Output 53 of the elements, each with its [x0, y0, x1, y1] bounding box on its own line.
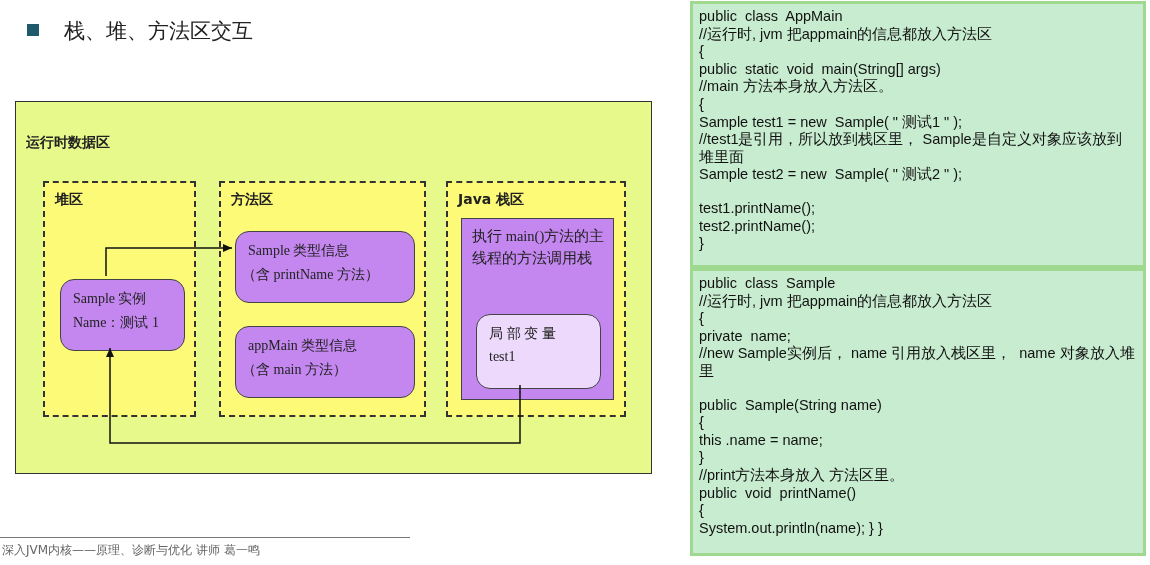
code-line: {	[699, 43, 704, 61]
area-box	[446, 181, 626, 417]
area-heading: 方法区	[231, 191, 273, 209]
code-line: public class Sample	[699, 275, 836, 293]
code-line: //main 方法本身放入方法区。	[699, 78, 893, 96]
code-panel	[690, 1, 1146, 268]
footer-text: 深入JVM内核——原理、诊断与优化 讲师 葛一鸣	[2, 542, 260, 559]
code-line: this .name = name;	[699, 431, 823, 450]
box-detail: Name：测试 1	[73, 314, 159, 332]
stack-description: 执行 main()方法的主线程的方法调用栈	[472, 227, 606, 268]
code-line: public void printName()	[699, 484, 857, 503]
code-line: public class AppMain	[699, 8, 843, 26]
code-line: System.out.println(name); } }	[699, 519, 883, 538]
code-line: Sample test1 = new Sample( " 测试1 " );	[699, 113, 963, 131]
box-title: Sample 实例	[73, 290, 147, 308]
code-line: //test1是引用，所以放到栈区里， Sample是自定义对象应该放到堆里面	[699, 131, 1123, 166]
box-detail: （含 main 方法）	[242, 361, 347, 379]
code-line: public Sample(String name)	[699, 396, 882, 415]
box-title: Sample 类型信息	[248, 242, 350, 260]
code-line: }	[699, 235, 704, 253]
code-line: Sample test2 = new Sample( " 测试2 " );	[699, 166, 963, 184]
area-box	[43, 181, 196, 417]
box-detail: （含 printName 方法）	[242, 266, 379, 284]
code-line: }	[699, 449, 704, 467]
region-box	[15, 101, 652, 474]
info-box	[235, 231, 415, 303]
code-line: {	[699, 414, 704, 432]
code-line: test2.printName();	[699, 217, 816, 236]
area-heading: Java 栈区	[458, 191, 525, 209]
code-line: //new Sample实例后， name 引用放入栈区里， name 对象放入堆里	[699, 345, 1135, 381]
arrow	[105, 244, 233, 277]
variable-box	[476, 314, 601, 389]
box-detail: test1	[489, 349, 516, 365]
code-line: test1.printName();	[699, 199, 816, 218]
area-heading: 堆区	[55, 191, 83, 209]
code-line: public static void main(String[] args)	[699, 60, 941, 78]
region-heading: 运行时数据区	[26, 134, 110, 152]
box-title: 局 部 变 量	[489, 325, 556, 343]
code-line: {	[699, 95, 704, 114]
code-line: //print方法本身放入 方法区里。	[699, 466, 905, 485]
info-box	[235, 326, 415, 398]
box-title: appMain 类型信息	[248, 337, 358, 355]
code-line: {	[699, 502, 704, 520]
stack-box	[461, 218, 614, 400]
code-line: //运行时, jvm 把appmain的信息都放入方法区	[699, 25, 993, 44]
code-line: private name;	[699, 327, 791, 345]
info-box	[60, 279, 185, 351]
area-box	[219, 181, 426, 417]
code-line: {	[699, 310, 704, 328]
arrow	[106, 347, 521, 444]
slide-title: 栈、堆、方法区交互	[64, 18, 253, 45]
code-panel	[690, 268, 1146, 556]
code-line: //运行时, jvm 把appmain的信息都放入方法区	[699, 292, 993, 311]
